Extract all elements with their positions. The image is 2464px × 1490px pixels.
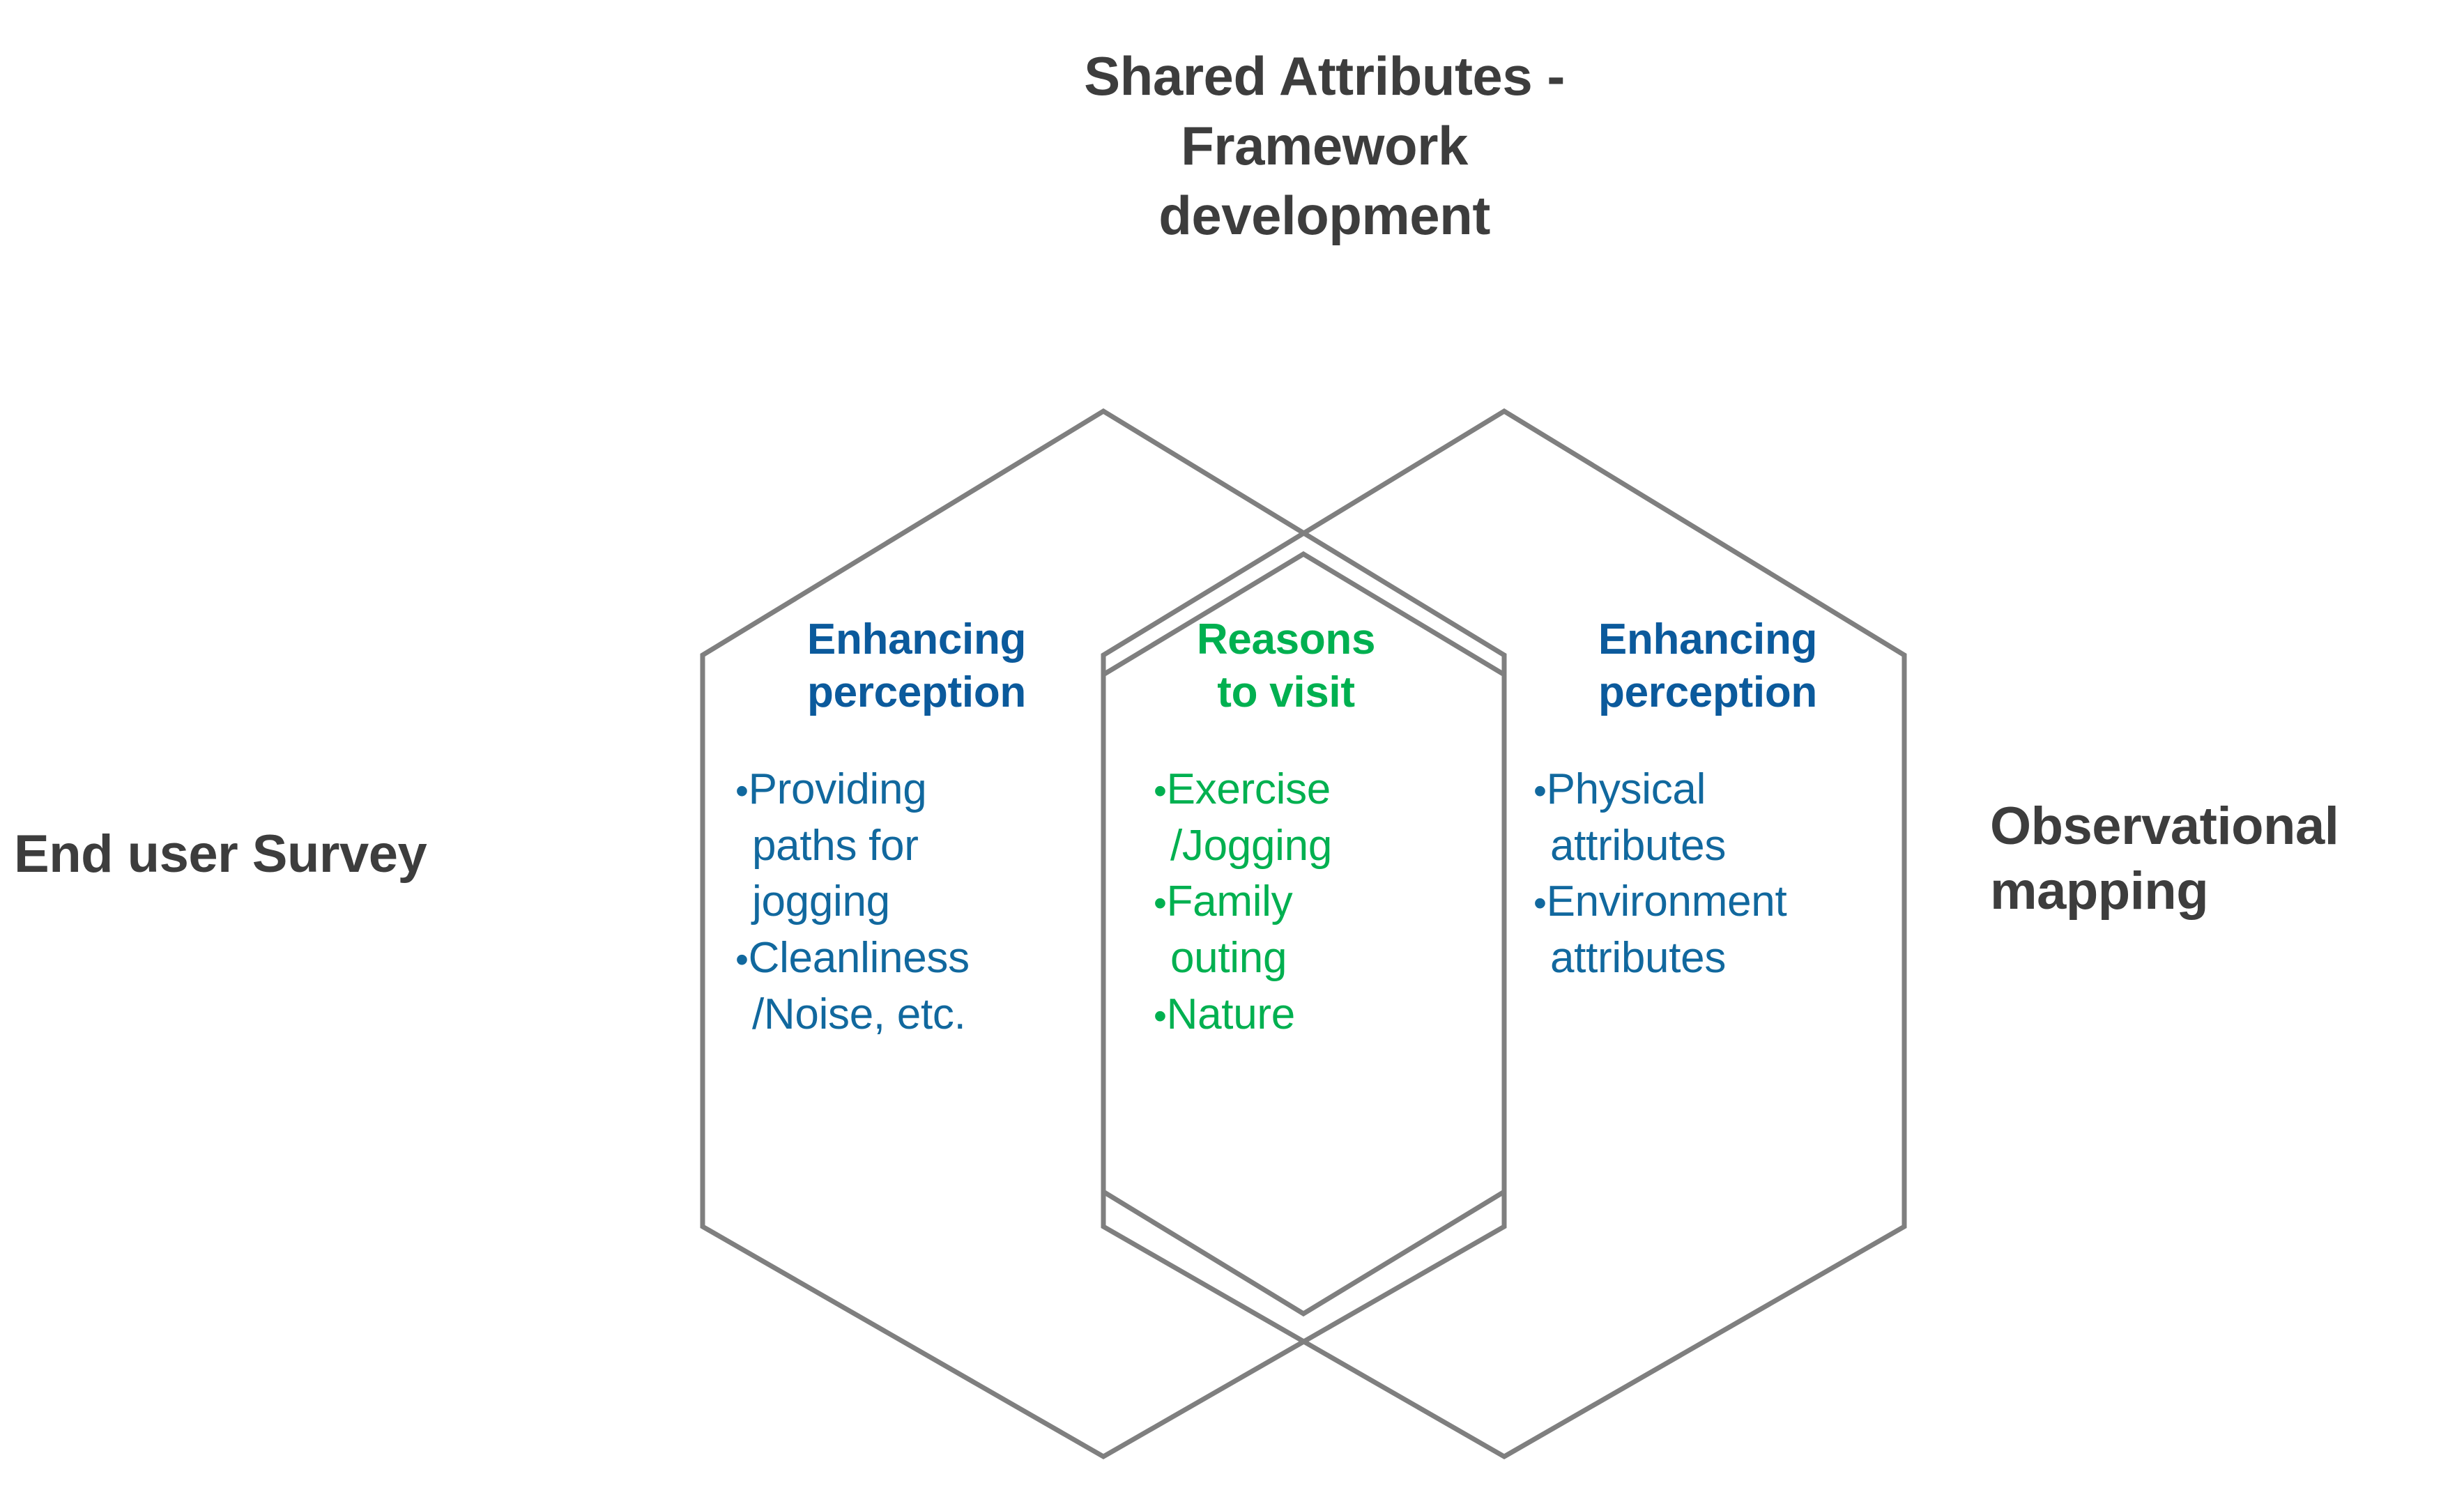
- hexagon-middle-outline: [1101, 551, 1507, 1317]
- list-item: Cleanliness /Noise, etc.: [735, 930, 1098, 1043]
- hexagon-middle-content: Reasons to visit Exercise /Jogging Famil…: [1133, 613, 1439, 1043]
- source-label-end-user-survey: End user Survey: [14, 824, 427, 884]
- hexagon-right-heading: Enhancing perception: [1598, 615, 1818, 716]
- list-item: Family outing: [1154, 874, 1439, 986]
- hexagon-left-heading: Enhancing perception: [806, 615, 1027, 716]
- list-item: Environment attributes: [1533, 874, 1882, 986]
- source-label-observational-mapping: Observational mapping: [1990, 797, 2339, 921]
- hexagon-left-list: Providing paths for jogging Cleanliness …: [735, 762, 1098, 1043]
- hexagon-middle-heading: Reasons to visit: [1196, 615, 1376, 716]
- list-item: Exercise /Jogging: [1154, 762, 1439, 874]
- hexagon-left-outline: [700, 408, 1507, 1460]
- hexagon-left-content: Enhancing perception Providing paths for…: [735, 613, 1098, 1043]
- hexagon-right-content: Enhancing perception Physical attributes…: [1533, 613, 1882, 987]
- list-item: Providing paths for jogging: [735, 762, 1098, 930]
- hexagon-right-list: Physical attributes Environment attribut…: [1533, 762, 1882, 986]
- page-title: Shared Attributes - Framework developmen…: [1084, 45, 1565, 246]
- hexagon-middle-list: Exercise /Jogging Family outing Nature: [1133, 762, 1439, 1043]
- list-item: Physical attributes: [1533, 762, 1882, 874]
- hexagon-right-outline: [1101, 408, 1907, 1460]
- list-item: Nature: [1154, 987, 1439, 1043]
